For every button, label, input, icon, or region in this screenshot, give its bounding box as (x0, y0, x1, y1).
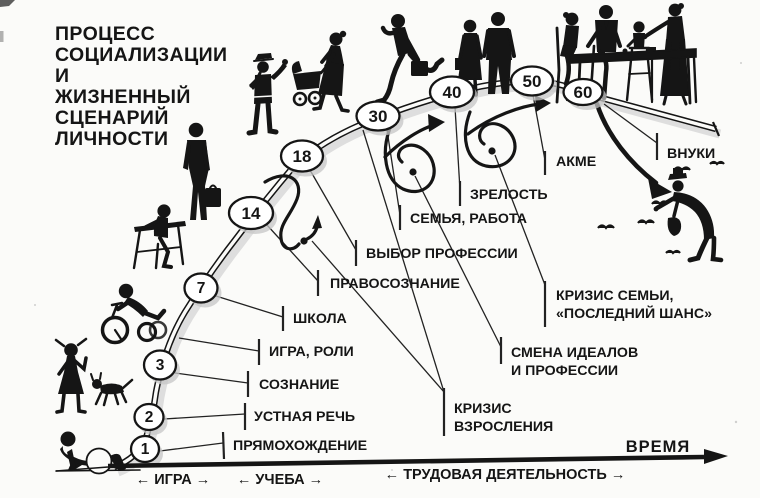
label-consciousness: СОЗНАНИЕ (259, 377, 339, 393)
boy-on-tricycle-silhouette (100, 283, 168, 345)
title-line-1: ПРОЦЕСС (55, 23, 155, 45)
elderly-man-feeding-birds-silhouette (597, 160, 725, 263)
label-change-ideals-1: СМЕНА ИДЕАЛОВ (511, 345, 638, 361)
label-family-work: СЕМЬЯ, РАБОТА (410, 211, 527, 227)
time-axis-arrowhead (704, 449, 728, 464)
stage-play: ← ИГРА → (136, 472, 211, 488)
label-family-crisis-1: КРИЗИС СЕМЬИ, (556, 288, 673, 304)
milestone-labels: ПРЯМОХОЖДЕНИЕ УСТНАЯ РЕЧЬ СОЗНАНИЕ ИГРА,… (233, 146, 715, 454)
title-line-3: И (55, 65, 69, 87)
svg-text:30: 30 (369, 107, 388, 126)
label-ticks (221, 133, 659, 460)
time-axis: ВРЕМЯ ← ИГРА → ← УЧЕБА → ← ТРУДОВАЯ ДЕЯТ… (55, 438, 728, 488)
label-legal-sense: ПРАВОСОЗНАНИЕ (330, 276, 460, 292)
age-circles: 1 2 3 7 14 18 30 40 50 60 (129, 65, 607, 467)
age-circle-50: 50 (509, 65, 557, 101)
age-circle-18: 18 (279, 139, 327, 177)
running-businessman-silhouette (374, 14, 445, 105)
label-play-roles: ИГРА, РОЛИ (269, 344, 354, 360)
traffic-policeman-silhouette (246, 53, 288, 136)
label-crisis-growing-1: КРИЗИС (454, 401, 512, 417)
man-with-briefcase-silhouette (183, 122, 221, 220)
label-speech: УСТНАЯ РЕЧЬ (254, 409, 355, 425)
age-circle-7: 7 (183, 272, 222, 308)
age-circle-14: 14 (227, 195, 277, 234)
label-school: ШКОЛА (293, 311, 347, 327)
svg-text:14: 14 (242, 204, 261, 223)
girl-with-dog-silhouette (54, 337, 134, 414)
svg-text:60: 60 (574, 83, 593, 102)
scan-artifacts (0, 0, 742, 471)
title-line-5: СЦЕНАРИЙ (55, 105, 169, 129)
svg-text:1: 1 (141, 441, 150, 458)
svg-text:3: 3 (156, 357, 165, 374)
label-acme: АКМЕ (556, 154, 596, 170)
age-circle-60: 60 (562, 77, 607, 110)
age-circle-30: 30 (355, 100, 404, 136)
svg-text:50: 50 (523, 72, 542, 91)
time-label: ВРЕМЯ (626, 438, 691, 456)
age-circle-40: 40 (428, 75, 478, 113)
svg-text:18: 18 (293, 147, 312, 166)
svg-text:7: 7 (197, 280, 206, 297)
retirement-arrow (594, 101, 672, 199)
label-grandchildren: ВНУКИ (667, 146, 715, 162)
stage-work: ← ТРУДОВАЯ ДЕЯТЕЛЬНОСТЬ → (385, 467, 626, 483)
crisis-squiggle-teen (263, 174, 322, 251)
title-line-6: ЛИЧНОСТИ (55, 128, 168, 150)
title-line-2: СОЦИАЛИЗАЦИИ (55, 44, 227, 66)
label-crisis-growing-2: ВЗРОСЛЕНИЯ (454, 419, 553, 435)
crisis-loop-30-40 (383, 114, 445, 194)
label-walking: ПРЯМОХОЖДЕНИЕ (233, 438, 367, 454)
age-circle-2: 2 (133, 402, 168, 435)
label-change-ideals-2: И ПРОФЕССИИ (511, 363, 618, 379)
ramp-end-cap (711, 121, 721, 137)
svg-text:40: 40 (443, 83, 462, 102)
connector-lines (159, 94, 658, 452)
birds-icon (597, 160, 725, 255)
age-circle-1: 1 (129, 434, 163, 467)
diagram-title: ПРОЦЕСС СОЦИАЛИЗАЦИИ И ЖИЗНЕННЫЙ СЦЕНАРИ… (54, 23, 227, 150)
mother-with-stroller-silhouette (291, 30, 350, 113)
label-family-crisis-2: «ПОСЛЕДНИЙ ШАНС» (556, 304, 712, 322)
label-maturity: ЗРЕЛОСТЬ (470, 187, 548, 203)
label-profession-choice: ВЫБОР ПРОФЕССИИ (366, 246, 518, 262)
svg-text:2: 2 (145, 409, 154, 426)
crisis-loop-40-50 (463, 95, 551, 169)
title-line-4: ЖИЗНЕННЫЙ (54, 84, 191, 108)
stage-study: ← УЧЕБА → (237, 472, 323, 488)
child-at-school-desk-silhouette (132, 204, 186, 270)
age-circle-3: 3 (142, 349, 180, 385)
